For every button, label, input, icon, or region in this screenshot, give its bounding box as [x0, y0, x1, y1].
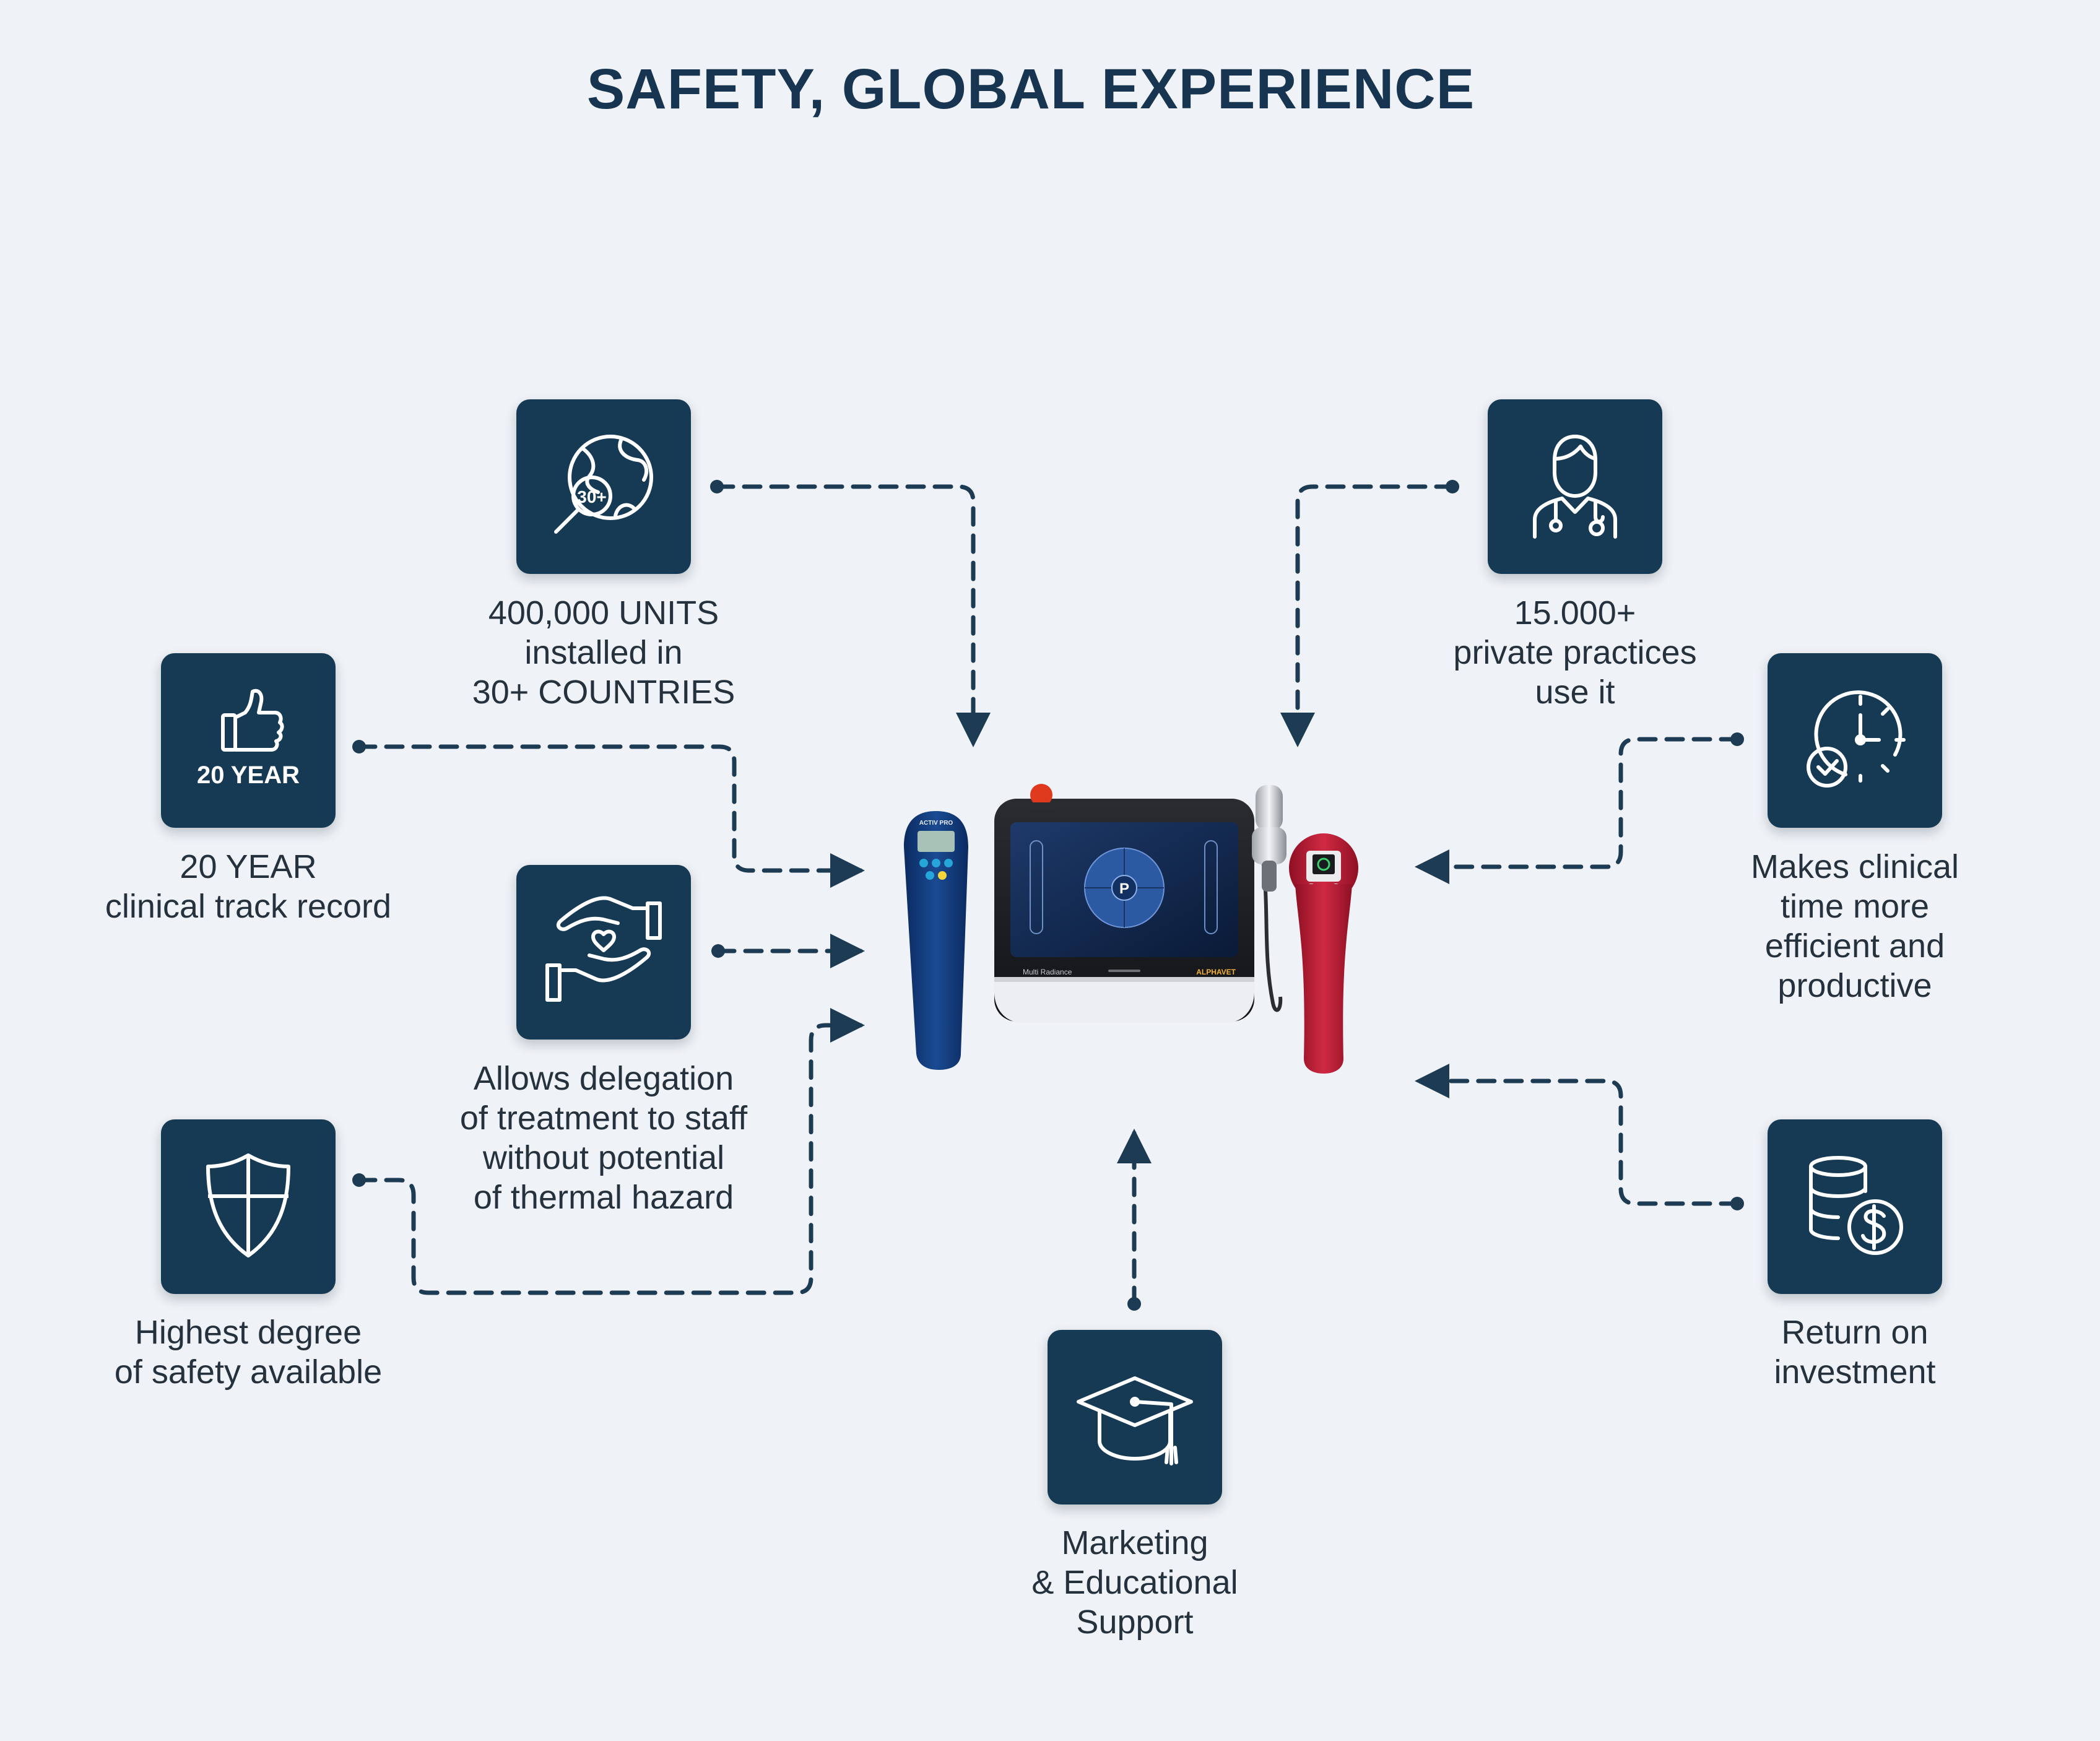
caption-units: 400,000 UNITS installed in 30+ COUNTRIES	[472, 594, 735, 711]
page-title: SAFETY, GLOBAL EXPERIENCE	[586, 58, 1475, 121]
connector-safety	[357, 1008, 865, 1295]
card-units: 30+	[516, 399, 691, 574]
card-marketing	[1048, 1330, 1222, 1504]
caption-delegation: Allows delegation of treatment to staff …	[459, 1060, 748, 1216]
card-tag-20-year: 20 YEAR	[196, 762, 300, 789]
globe-badge: 30+	[577, 487, 607, 506]
coins-dollar-icon	[1809, 1156, 1903, 1255]
caption-safety: Highest degree of safety available	[114, 1314, 383, 1391]
laser-console: P Multi Radiance ALPHAVET	[994, 784, 1254, 1023]
globe-magnifier-icon: 30+	[554, 435, 653, 534]
laser-probe	[1252, 785, 1286, 1012]
card-delegation	[516, 865, 691, 1040]
card-track-record: 20 YEAR	[161, 653, 336, 828]
red-handheld-device	[1289, 833, 1358, 1074]
connector-efficiency	[1415, 737, 1740, 884]
console-brand: Multi Radiance	[1023, 968, 1072, 976]
screen-logo: P	[1119, 880, 1129, 897]
connector-practices	[1280, 484, 1455, 747]
caption-marketing: Marketing & Educational Support	[1031, 1524, 1238, 1641]
caption-track-record: 20 YEAR clinical track record	[105, 848, 392, 925]
card-efficiency	[1768, 653, 1942, 828]
handheld-brand: ACTIV PRO	[919, 820, 953, 827]
connector-track	[357, 744, 865, 888]
card-practices	[1488, 399, 1662, 574]
connector-roi	[1415, 1064, 1740, 1206]
shield-icon	[206, 1153, 290, 1257]
clock-check-icon	[1807, 690, 1906, 788]
console-model: ALPHAVET	[1196, 968, 1236, 976]
product-group: P Multi Radiance ALPHAVET ACTIV PRO	[904, 784, 1358, 1074]
connector-units	[714, 484, 991, 747]
blue-handheld-device: ACTIV PRO	[904, 811, 968, 1070]
thumbs-up-icon	[221, 688, 284, 752]
graduation-cap-icon	[1077, 1376, 1193, 1465]
caption-efficiency: Makes clinical time more efficient and p…	[1750, 848, 1959, 1004]
card-roi	[1768, 1119, 1942, 1294]
caption-roi: Return on investment	[1774, 1314, 1936, 1391]
emergency-stop-button[interactable]	[1030, 784, 1052, 806]
doctor-icon	[1533, 435, 1617, 539]
hand-heart-icon	[545, 896, 662, 1002]
card-safety	[161, 1119, 336, 1294]
caption-practices: 15.000+ private practices use it	[1453, 594, 1697, 711]
